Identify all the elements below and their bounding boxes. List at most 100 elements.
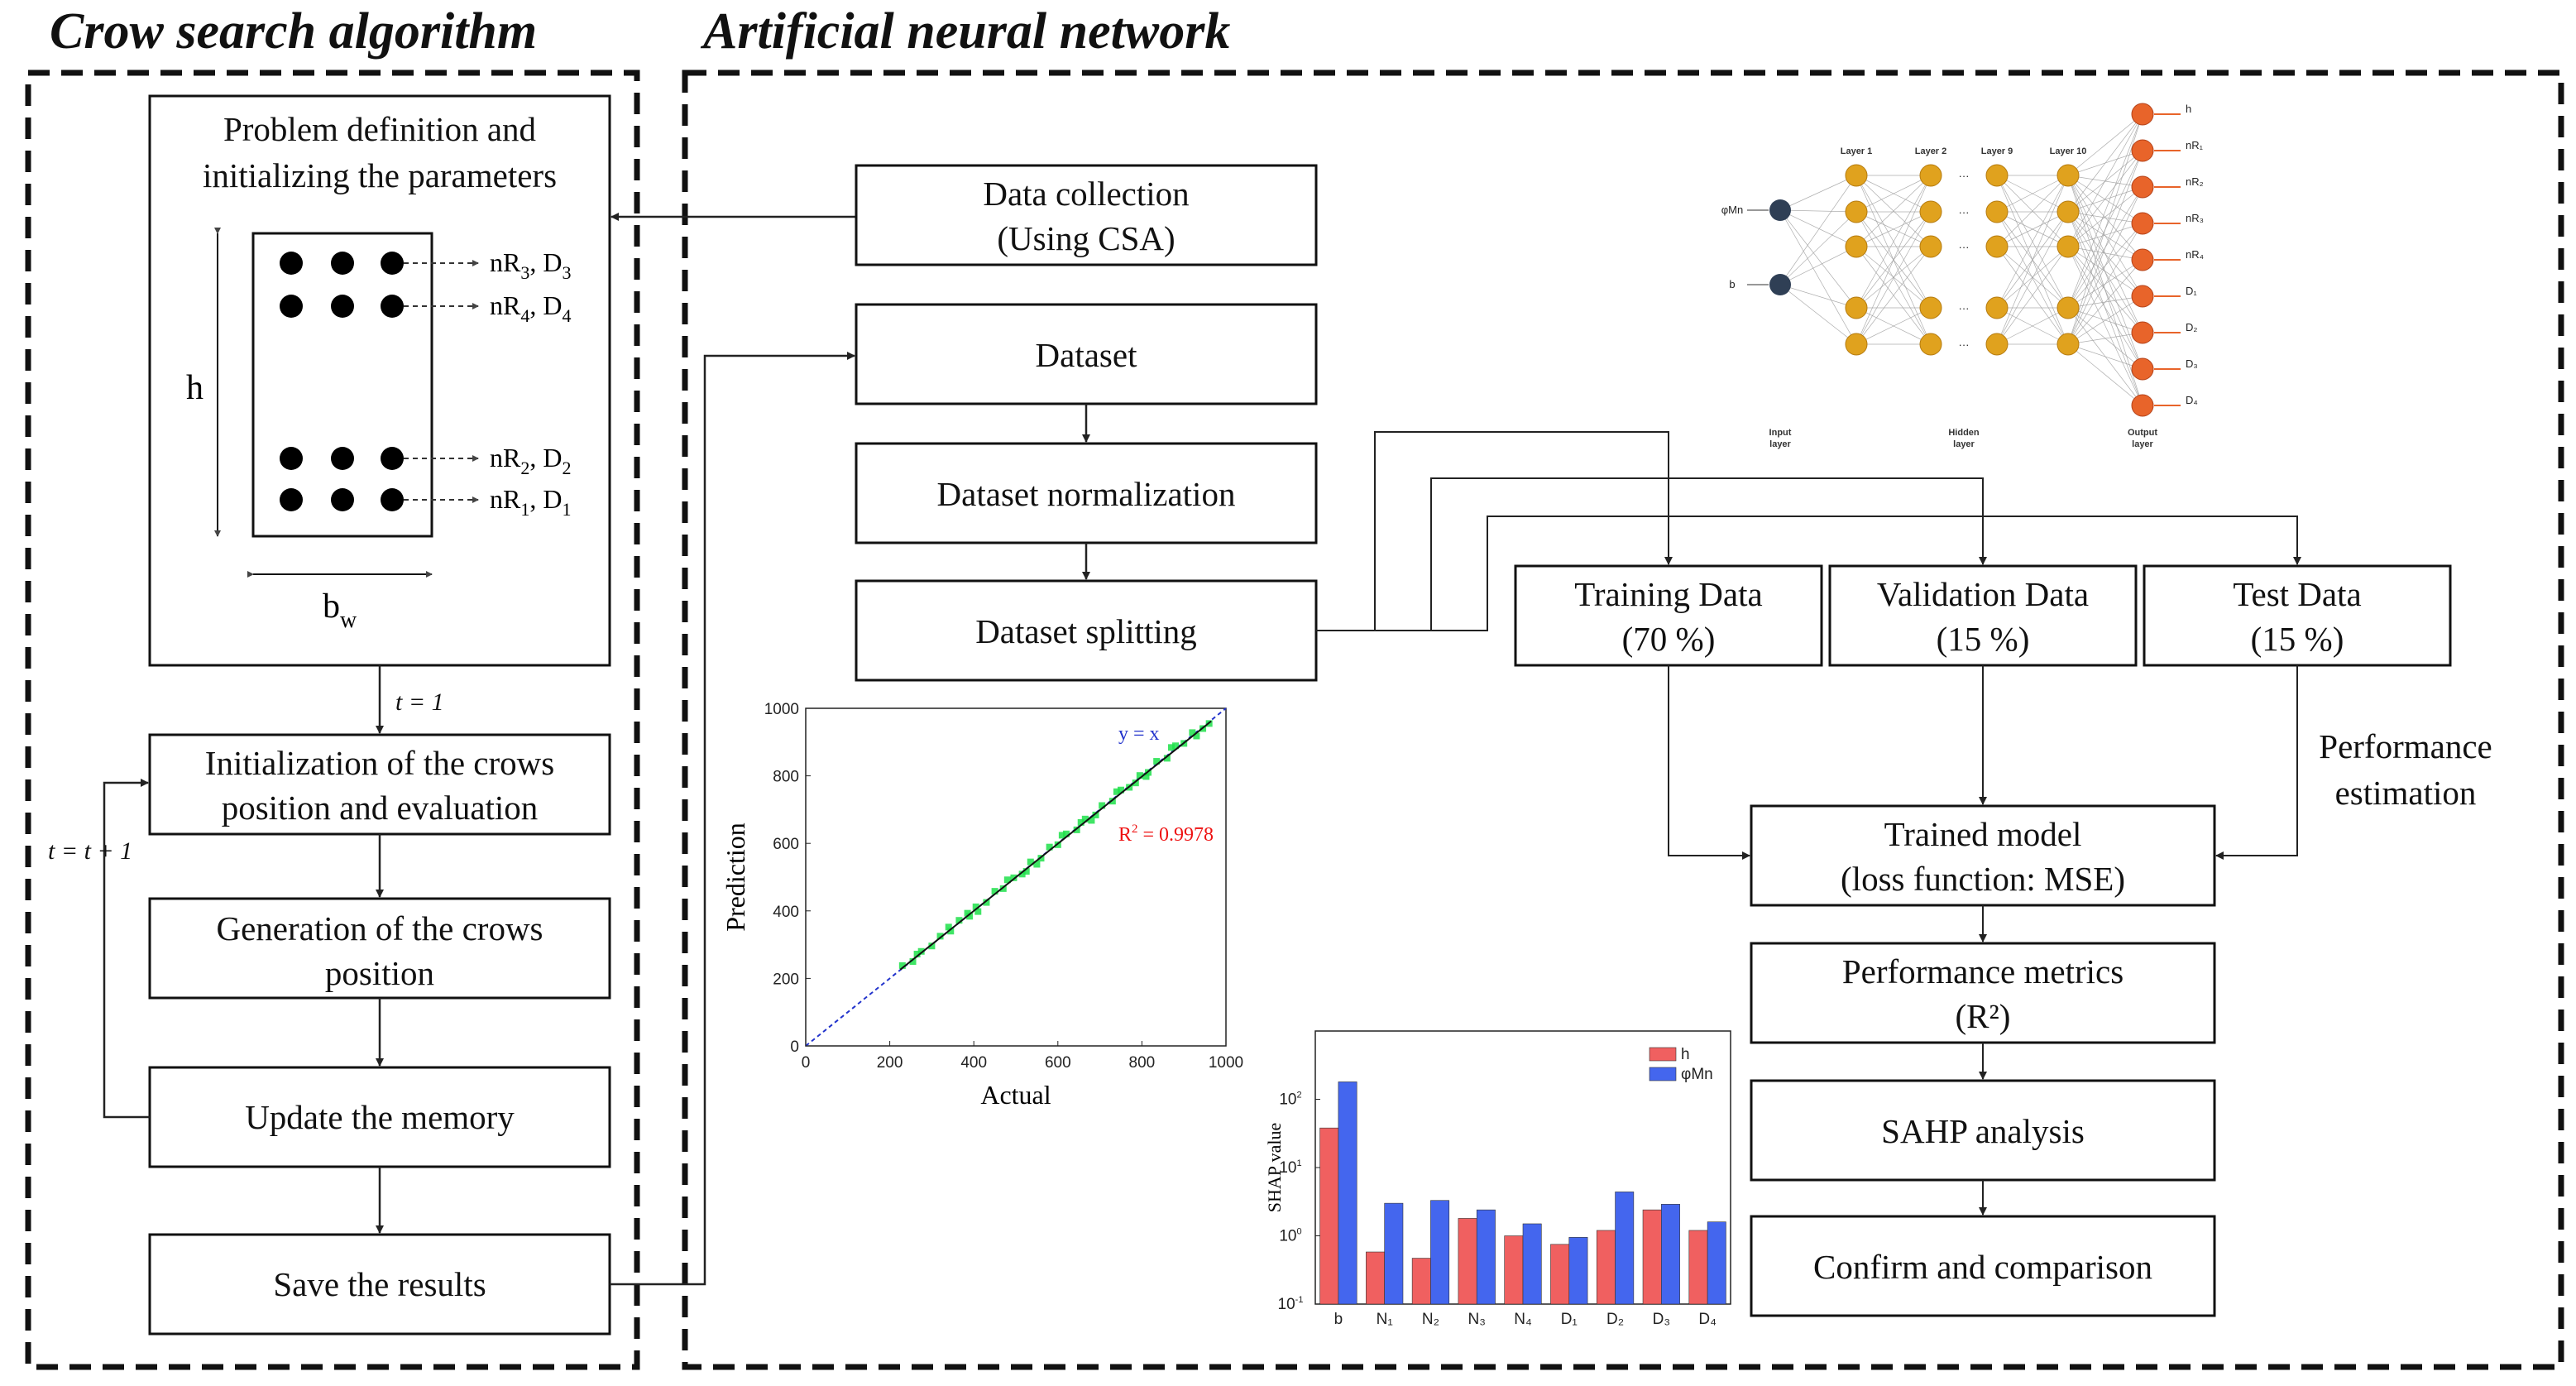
- nn-edge: [2067, 150, 2143, 345]
- scatter-point: [1136, 772, 1143, 779]
- shap-bar: [1504, 1235, 1524, 1305]
- nn-edge: [2067, 113, 2143, 247]
- nn-edge: [2067, 343, 2143, 406]
- y-tick-label: 0: [790, 1038, 799, 1056]
- nn-gap-dots: ···: [1959, 206, 1970, 218]
- nn-edge: [2067, 246, 2143, 261]
- shap-bar: [1642, 1209, 1662, 1305]
- rebar-dot: [331, 488, 354, 511]
- scatter-point: [1027, 858, 1034, 866]
- nn-edge: [2067, 246, 2143, 297]
- nn-hidden-node: [1985, 333, 2009, 356]
- nn-edge: [2067, 113, 2143, 213]
- scatter-point: [1073, 826, 1080, 833]
- generation-box: Generation of the crows position: [148, 897, 611, 1000]
- shap-bar: [1615, 1192, 1635, 1305]
- scatter-point: [1132, 779, 1139, 787]
- arrow-split-to-validation: [1375, 477, 1987, 631]
- rebar-dot: [280, 488, 303, 511]
- nn-edge: [1996, 246, 2069, 309]
- identity-annotation: y = x: [1118, 723, 1160, 745]
- rebar-dot: [331, 252, 354, 275]
- scatter-point: [983, 899, 990, 906]
- performance-estimation-line2: estimation: [2335, 774, 2477, 812]
- confirm-box: Confirm and comparison: [1750, 1215, 2216, 1317]
- test-data-box: Test Data (15 %): [2143, 564, 2452, 667]
- rebar-dot: [280, 252, 303, 275]
- nn-edge: [1996, 175, 2069, 309]
- nn-output-label: nR₂: [2186, 175, 2204, 188]
- nn-output-node: [2131, 394, 2154, 417]
- save-results-box: Save the results: [148, 1233, 611, 1336]
- nn-edge: [1855, 211, 1932, 247]
- rebar-dot: [381, 488, 404, 511]
- scatter-point: [1118, 786, 1124, 794]
- nn-input-node: [1769, 274, 1791, 295]
- scatter-point: [1077, 818, 1085, 826]
- nn-edge: [2067, 186, 2143, 213]
- nn-edge: [2067, 211, 2143, 333]
- scatter-xlabel: Actual: [980, 1080, 1051, 1110]
- scatter-point: [1033, 861, 1041, 868]
- scatter-point: [972, 903, 979, 910]
- rebar-row-label: nR3, D3: [490, 247, 571, 283]
- performance-estimation-line1: Performance: [2319, 727, 2492, 765]
- shap-ylabel: SHAP value: [1264, 1123, 1285, 1213]
- scatter-point: [1037, 855, 1045, 862]
- nn-edge: [2067, 223, 2143, 247]
- nn-layer-label: Layer 2: [1915, 146, 1947, 156]
- confirm-label: Confirm and comparison: [1813, 1248, 2152, 1286]
- scatter-point: [928, 942, 936, 950]
- validation-line2: (15 %): [1937, 620, 2030, 658]
- shap-y-tick-label: 102: [1279, 1091, 1301, 1109]
- arrow-split-to-test: [1431, 516, 2301, 631]
- nn-edge: [1855, 246, 1932, 345]
- nn-edge: [2067, 150, 2143, 213]
- nn-edge: [2067, 343, 2143, 370]
- trained-model-line2: (loss function: MSE): [1841, 860, 2125, 898]
- y-tick-label: 600: [773, 836, 799, 853]
- nn-edge: [1996, 211, 2069, 247]
- rebar-row-label: nR2, D2: [490, 443, 571, 478]
- nn-hidden-node: [1919, 164, 1942, 187]
- sahp-box: SAHP analysis: [1750, 1079, 2216, 1182]
- shap-legend-swatch: [1649, 1047, 1677, 1062]
- problem-line1: Problem definition and: [223, 110, 536, 148]
- nn-edge: [2067, 211, 2143, 261]
- x-tick-label: 0: [802, 1054, 811, 1072]
- nn-input-node: [1769, 199, 1791, 221]
- nn-edge: [1855, 175, 1932, 247]
- nn-edge: [1779, 209, 1857, 247]
- validation-line1: Validation Data: [1877, 575, 2089, 613]
- trained-model-line1: Trained model: [1884, 815, 2082, 853]
- nn-edge: [1779, 209, 1857, 213]
- shap-category-label: D₁: [1561, 1311, 1578, 1328]
- data-collection-box: Data collection (Using CSA): [855, 164, 1318, 266]
- nn-output-label: D₃: [2186, 357, 2198, 370]
- dataset-label: Dataset: [1036, 336, 1138, 374]
- generation-line1: Generation of the crows: [216, 909, 543, 947]
- nn-edge: [2067, 223, 2143, 345]
- arrow-training-to-model: [1668, 665, 1750, 860]
- nn-edge: [1779, 211, 1857, 285]
- splitting-box: Dataset splitting: [855, 579, 1318, 682]
- shap-bar: [1661, 1204, 1680, 1305]
- init-line2: position and evaluation: [222, 789, 539, 827]
- height-label: h: [186, 369, 203, 407]
- nn-hidden-node: [1845, 333, 1868, 356]
- shap-legend-swatch: [1649, 1067, 1677, 1081]
- shap-y-tick-label: 10-1: [1278, 1295, 1304, 1313]
- nn-edge: [1855, 175, 1932, 309]
- nn-input-label: φMn: [1721, 204, 1744, 216]
- nn-hidden-node: [1985, 235, 2009, 258]
- shap-bar: [1338, 1081, 1357, 1305]
- rebar-row-label: nR4, D4: [490, 290, 571, 326]
- shap-category-label: D₄: [1698, 1311, 1717, 1328]
- nn-output-node: [2131, 321, 2154, 344]
- nn-gap-dots: ···: [1959, 302, 1970, 314]
- init-crows-box: Initialization of the crows position and…: [148, 733, 611, 836]
- scatter-point: [1062, 830, 1070, 837]
